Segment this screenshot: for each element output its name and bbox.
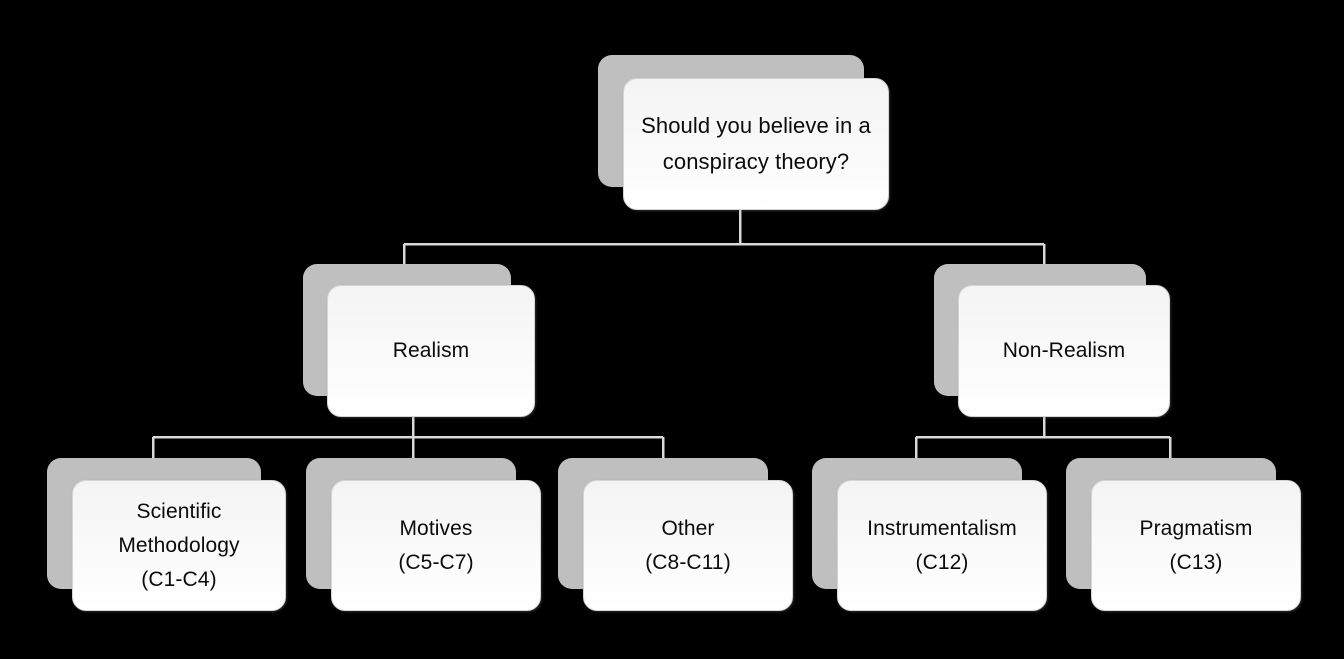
- node-realism[interactable]: Realism: [303, 264, 535, 417]
- node-other[interactable]: Other (C8-C11): [558, 458, 793, 611]
- node-pragmatism-face[interactable]: Pragmatism (C13): [1091, 480, 1301, 611]
- node-non-realism-face[interactable]: Non-Realism: [958, 285, 1170, 417]
- node-motives-label: Motives (C5-C7): [398, 516, 474, 574]
- node-other-label: Other (C8-C11): [645, 516, 731, 574]
- node-scientific-methodology-label: Scientific Methodology (C1-C4): [118, 499, 240, 591]
- node-scientific-methodology[interactable]: Scientific Methodology (C1-C4): [47, 458, 286, 611]
- node-pragmatism[interactable]: Pragmatism (C13): [1066, 458, 1301, 611]
- node-instrumentalism-label: Instrumentalism (C12): [867, 516, 1017, 574]
- node-non-realism-label: Non-Realism: [1002, 339, 1126, 362]
- node-other-face[interactable]: Other (C8-C11): [583, 480, 793, 611]
- node-scientific-methodology-face[interactable]: Scientific Methodology (C1-C4): [72, 480, 286, 611]
- node-realism-label: Realism: [392, 339, 470, 362]
- node-root-face[interactable]: Should you believe in a conspiracy theor…: [623, 78, 889, 210]
- node-realism-face[interactable]: Realism: [327, 285, 535, 417]
- node-motives-face[interactable]: Motives (C5-C7): [331, 480, 541, 611]
- node-non-realism[interactable]: Non-Realism: [934, 264, 1170, 417]
- node-instrumentalism-face[interactable]: Instrumentalism (C12): [837, 480, 1047, 611]
- node-motives[interactable]: Motives (C5-C7): [306, 458, 541, 611]
- node-instrumentalism[interactable]: Instrumentalism (C12): [812, 458, 1047, 611]
- node-root-label: Should you believe in a conspiracy theor…: [641, 113, 871, 174]
- node-pragmatism-label: Pragmatism (C13): [1139, 516, 1253, 574]
- node-root[interactable]: Should you believe in a conspiracy theor…: [598, 55, 889, 210]
